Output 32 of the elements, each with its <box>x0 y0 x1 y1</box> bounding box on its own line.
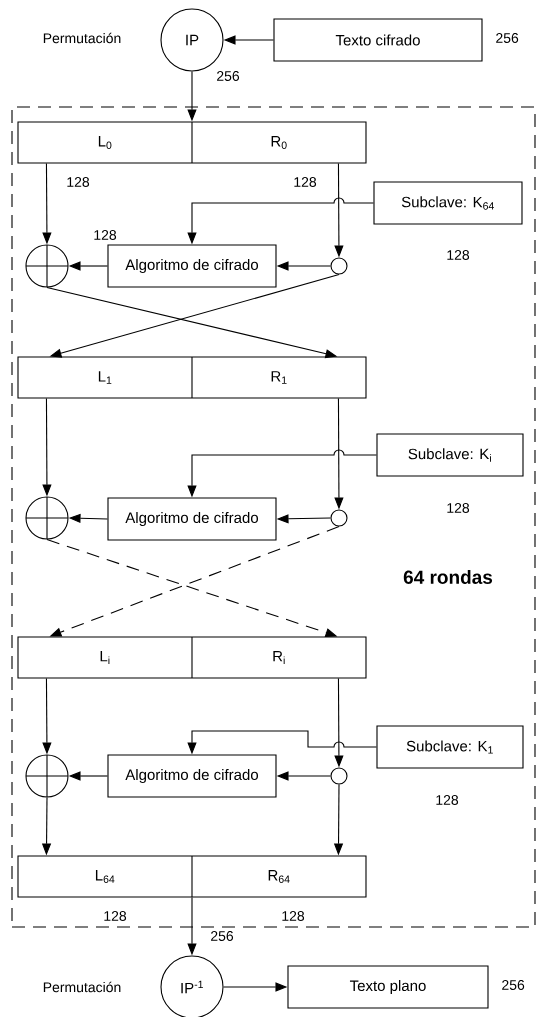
bit-count: 128 <box>104 911 127 921</box>
process-box: Subclave: K$_{1}$ <box>376 725 524 769</box>
process-box: Subclave: K$_{64}$ <box>373 181 523 225</box>
bit-count: 128 <box>447 250 470 260</box>
bit-count: 128 <box>447 503 470 513</box>
register-box: L$_{i}$ R$_{i}$ <box>17 636 367 679</box>
xor-circle <box>25 496 69 540</box>
bit-count: 256 <box>217 71 240 81</box>
junction-circle <box>330 509 348 527</box>
permutation-label: Permutación <box>43 32 121 44</box>
bit-count: 128 <box>94 230 117 240</box>
xor-circle <box>25 754 69 798</box>
bit-count: 128 <box>294 177 317 187</box>
register-box: L$_{1}$ R$_{1}$ <box>17 356 367 399</box>
bit-count: 256 <box>211 931 234 941</box>
xor-circle <box>25 244 69 288</box>
bit-count: 128 <box>436 795 459 805</box>
junction-circle <box>330 257 348 275</box>
bit-count: 256 <box>502 980 525 990</box>
permutation-label: Permutación <box>43 981 121 993</box>
process-box: Texto cifrado <box>273 18 483 62</box>
bit-count: 128 <box>67 177 90 187</box>
bit-count: 128 <box>282 911 305 921</box>
process-box: Texto plano <box>287 965 489 1009</box>
process-box: Algoritmo de cifrado <box>107 497 277 541</box>
register-box: L$_{64}$ R$_{64}$ <box>17 855 367 898</box>
process-box: Algoritmo de cifrado <box>107 244 277 288</box>
process-box: Subclave: K$_{i}$ <box>376 433 524 477</box>
process-box: Algoritmo de cifrado <box>107 754 277 798</box>
bit-count: 256 <box>496 33 519 43</box>
junction-circle <box>330 767 348 785</box>
register-box: L$_{0}$ R$_{0}$ <box>17 121 367 164</box>
